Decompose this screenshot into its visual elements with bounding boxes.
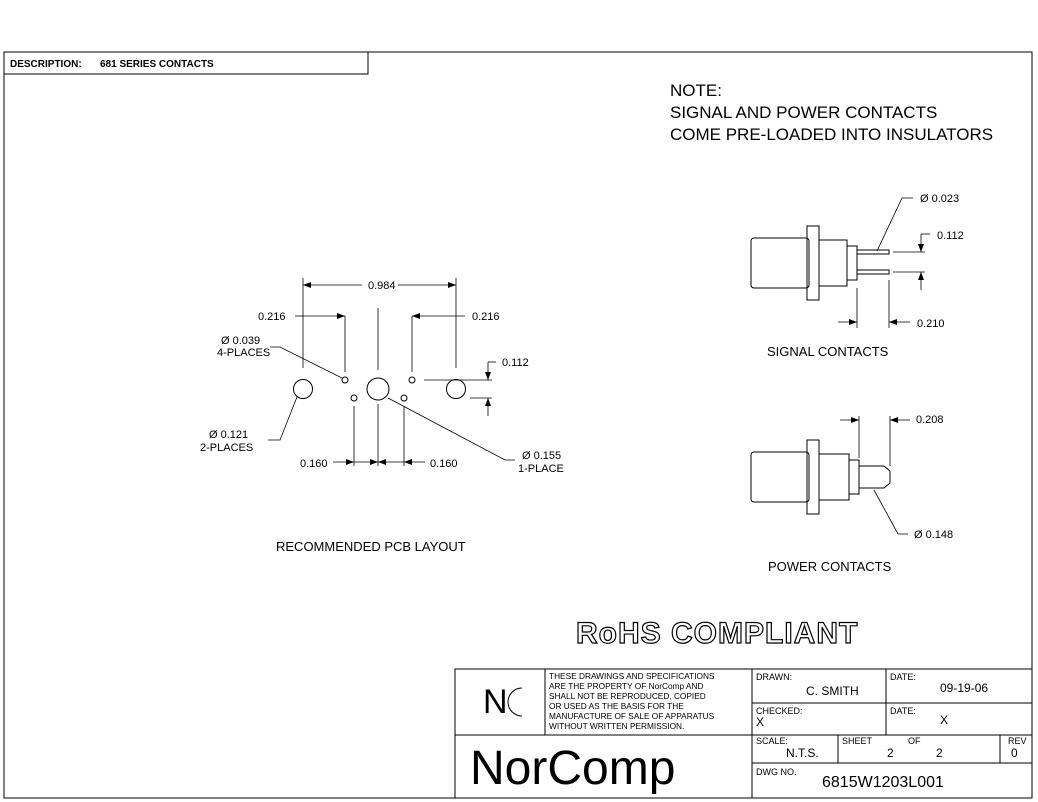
pcb-hole-large-left <box>293 379 313 399</box>
dim-signal-pin-dia: Ø 0.023 <box>920 193 959 205</box>
note-block: NOTE: SIGNAL AND POWER CONTACTS COME PRE… <box>670 81 993 144</box>
of-label: OF <box>908 736 921 746</box>
disclaimer-line: THESE DRAWINGS AND SPECIFICATIONS <box>549 671 715 681</box>
signal-pin-upper <box>856 249 890 255</box>
drawn-label: DRAWN: <box>756 672 792 682</box>
svg-text:N: N <box>483 683 508 721</box>
disclaimer-line: SHALL NOT BE REPRODUCED, COPIED <box>549 691 706 701</box>
date-label-checked: DATE: <box>890 706 916 716</box>
power-contact-tail <box>858 465 891 489</box>
dim-signal-pin-spacing: 0.112 <box>937 230 964 242</box>
sheet-border <box>3 51 1033 799</box>
rev-value: 0 <box>1011 746 1018 760</box>
dim-large-hole-dia: Ø 0.121 <box>209 429 248 441</box>
dwg-number: 6815W1203L001 <box>822 774 944 791</box>
dim-left-offset: 0.216 <box>258 311 286 323</box>
disclaimer: THESE DRAWINGS AND SPECIFICATIONS ARE TH… <box>549 671 715 731</box>
pcb-hole-center <box>366 377 390 401</box>
date-value-drawn: 09-19-06 <box>940 681 988 695</box>
disclaimer-line: MANUFACTURE OF SALE OF APPARATUS <box>549 711 715 721</box>
sheet-value: 2 <box>887 746 894 760</box>
pcb-layout: 0.984 0.216 0.216 Ø 0.039 4-PLACES <box>200 278 564 554</box>
note-title: NOTE: <box>670 81 722 100</box>
dim-power-tail-dia: Ø 0.148 <box>914 529 953 541</box>
description-box <box>3 51 369 75</box>
sheet-label: SHEET <box>842 736 873 746</box>
checked-label: CHECKED: <box>756 706 803 716</box>
date-value-checked: X <box>940 713 948 727</box>
norcomp-logo: N <box>483 683 523 721</box>
signal-pin-lower <box>856 269 890 275</box>
pcb-hole-small-1 <box>341 376 349 384</box>
dim-signal-pin-length: 0.210 <box>917 318 945 330</box>
pcb-hole-small-3 <box>350 394 358 402</box>
dim-small-hole-dia: Ø 0.039 <box>221 335 260 347</box>
dim-large-hole-qty: 2-PLACES <box>200 442 253 454</box>
disclaimer-line: WITHOUT WRITTEN PERMISSION. <box>549 721 684 731</box>
description-value: 681 SERIES CONTACTS <box>100 59 214 70</box>
pcb-hole-large-right <box>446 379 466 399</box>
power-contact-view: 0.208 Ø 0.148 POWER CONTACTS <box>750 414 953 574</box>
dim-power-tail-length: 0.208 <box>916 414 944 426</box>
note-line-1: SIGNAL AND POWER CONTACTS <box>670 103 937 122</box>
drawn-value: C. SMITH <box>806 684 859 698</box>
dim-overall: 0.984 <box>368 280 396 292</box>
dim-right-offset: 0.216 <box>472 311 500 323</box>
rohs-compliant-stamp: RoHS COMPLIANT <box>576 617 858 650</box>
checked-value: X <box>756 715 764 729</box>
dwg-label: DWG NO. <box>756 767 797 777</box>
dim-pitch-left: 0.160 <box>300 458 328 470</box>
pcb-hole-small-2 <box>408 376 416 384</box>
dim-row-spacing: 0.112 <box>502 357 529 369</box>
title-block: N THESE DRAWINGS AND SPECIFICATIONS ARE … <box>454 668 1033 799</box>
company-name: NorComp <box>470 742 675 795</box>
disclaimer-line: ARE THE PROPERTY OF NorComp AND <box>549 681 703 691</box>
of-value: 2 <box>936 746 943 760</box>
power-contacts-title: POWER CONTACTS <box>768 559 892 574</box>
dim-small-hole-qty: 4-PLACES <box>217 347 270 359</box>
description-label: DESCRIPTION: <box>10 59 82 70</box>
disclaimer-line: OR USED AS THE BASIS FOR THE <box>549 701 684 711</box>
dim-pitch-right: 0.160 <box>430 458 458 470</box>
signal-contact-view: Ø 0.023 0.112 0.210 SIGNAL CONTACTS <box>750 193 964 359</box>
scale-label: SCALE: <box>756 736 788 746</box>
signal-contacts-title: SIGNAL CONTACTS <box>767 344 889 359</box>
dim-center-hole-qty: 1-PLACE <box>518 463 564 475</box>
scale-value: N.T.S. <box>786 746 819 760</box>
date-label-drawn: DATE: <box>890 672 916 682</box>
dim-center-hole-dia: Ø 0.155 <box>522 450 561 462</box>
note-line-2: COME PRE-LOADED INTO INSULATORS <box>670 125 993 144</box>
rev-label: REV <box>1008 736 1027 746</box>
pcb-layout-title: RECOMMENDED PCB LAYOUT <box>276 539 466 554</box>
pcb-hole-small-4 <box>400 394 408 402</box>
